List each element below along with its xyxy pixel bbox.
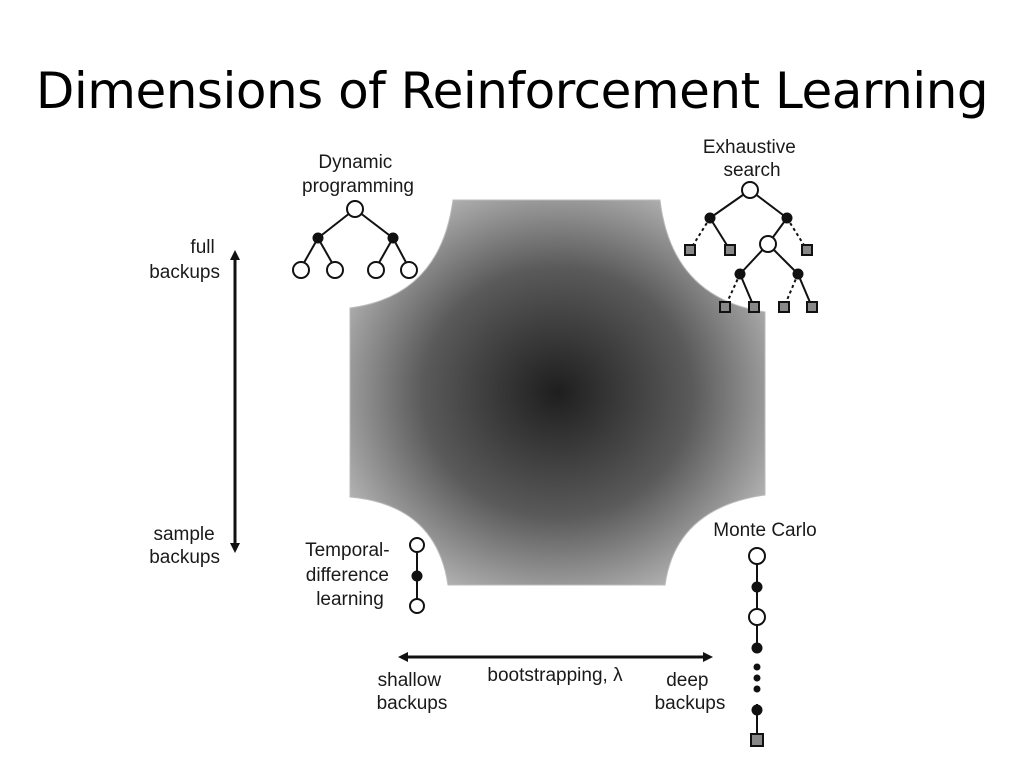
shallow-backups-label: shallow backups xyxy=(377,670,448,714)
td-backup-chain xyxy=(409,537,425,614)
slide-title: Dimensions of Reinforcement Learning xyxy=(35,62,989,120)
deep-backups-label: deep backups xyxy=(655,670,726,714)
full-backups-label: full backups xyxy=(149,237,220,283)
bootstrapping-lambda-label: bootstrapping, λ xyxy=(487,665,623,686)
shaded-backup-space xyxy=(349,199,766,586)
sample-backups-label: sample backups xyxy=(149,524,220,568)
temporal-difference-label: Temporal- difference learning xyxy=(305,540,395,610)
monte-carlo-label: Monte Carlo xyxy=(713,520,817,541)
dynamic-programming-label: Dynamic programming xyxy=(302,152,414,197)
exhaustive-search-label: Exhaustive search xyxy=(703,137,801,181)
dynamic-programming-backup-tree xyxy=(292,200,418,279)
exhaustive-search-backup-tree xyxy=(684,181,818,313)
monte-carlo-backup-chain xyxy=(748,547,766,747)
